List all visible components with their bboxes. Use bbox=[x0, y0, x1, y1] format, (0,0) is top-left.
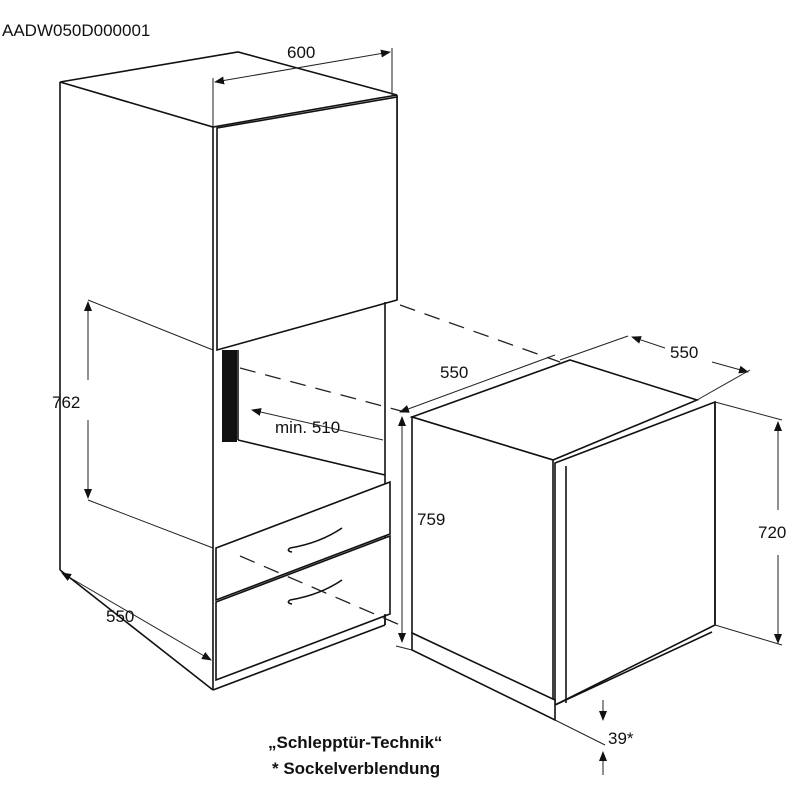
dimension-line-appliance-width bbox=[711, 361, 749, 374]
dim-min-depth: min. 510 bbox=[275, 418, 340, 437]
dim-cabinet-depth: 550 bbox=[106, 607, 134, 626]
extension-line bbox=[696, 369, 751, 401]
extension-line bbox=[395, 645, 413, 651]
dim-cabinet-width: 600 bbox=[287, 43, 315, 62]
appliance-door-bottom-edge bbox=[554, 631, 713, 706]
model-code: AADW050D000001 bbox=[2, 21, 150, 40]
dimension-line-min-depth bbox=[251, 408, 384, 441]
extension-line bbox=[714, 624, 783, 646]
dim-plinth: 39* bbox=[608, 729, 634, 748]
cabinet-plinth-edge bbox=[212, 624, 386, 691]
upper-door-panel bbox=[216, 96, 398, 352]
extension-line bbox=[87, 499, 214, 549]
cabinet-bottom-side-edge bbox=[59, 569, 214, 691]
note-technique: „Schlepptür-Technik“ bbox=[268, 733, 442, 752]
dim-appliance-depth: 550 bbox=[440, 363, 468, 382]
dimension-line-appliance-depth bbox=[399, 354, 556, 413]
dim-appliance-height-total: 759 bbox=[417, 510, 445, 529]
dimension-line-appliance-width bbox=[631, 336, 666, 349]
niche-floor-edge bbox=[237, 439, 386, 476]
dim-appliance-height: 720 bbox=[758, 523, 786, 542]
extension-line bbox=[559, 335, 629, 361]
extension-line bbox=[554, 719, 606, 746]
guide-dashed-line bbox=[239, 555, 401, 626]
guide-dashed-line bbox=[239, 367, 406, 413]
extension-line bbox=[714, 401, 783, 421]
drawer-upper bbox=[215, 480, 391, 602]
drawer-handle-icon bbox=[287, 527, 343, 553]
tall-cabinet bbox=[59, 51, 398, 691]
extension-line bbox=[87, 299, 214, 351]
niche-strip bbox=[222, 350, 237, 442]
drawer-handle-icon bbox=[287, 579, 343, 605]
drawer-lower bbox=[215, 534, 391, 682]
dim-niche-height: 762 bbox=[52, 393, 80, 412]
dimension-line-cabinet-depth bbox=[61, 572, 212, 661]
note-plinth: * Sockelverblendung bbox=[272, 759, 440, 778]
guide-dashed-line bbox=[399, 304, 561, 363]
dim-appliance-width: 550 bbox=[670, 343, 698, 362]
appliance bbox=[409, 359, 716, 722]
dimension-line-cabinet-width bbox=[214, 49, 391, 85]
